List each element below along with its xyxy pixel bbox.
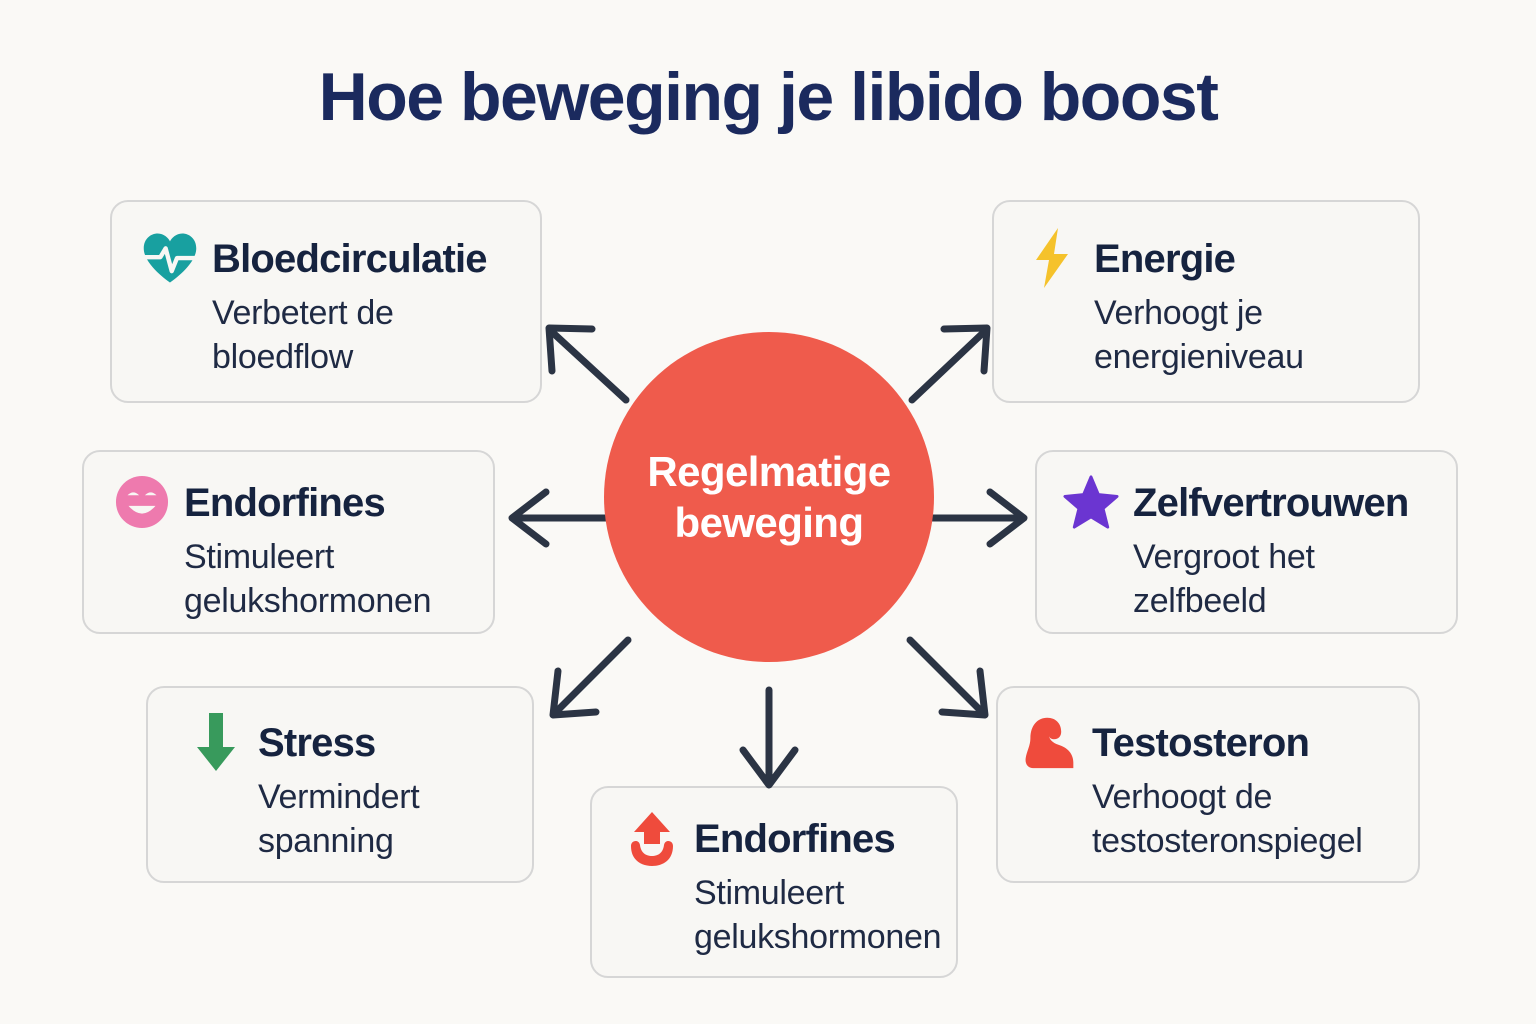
card-stress[interactable]: Stress Vermindert spanning <box>146 686 534 883</box>
central-hub: Regelmatige beweging <box>604 332 934 662</box>
card-testosteron[interactable]: Testosteron Verhoogt de testosteronspieg… <box>996 686 1420 883</box>
hub-label-line2: beweging <box>674 499 864 546</box>
card-description: Verhoogt je energieniveau <box>1094 294 1304 376</box>
card-title: Endorfines <box>694 817 896 861</box>
card-description: Verhoogt de testosteronspiegel <box>1092 778 1363 860</box>
card-endorfines-left[interactable]: Endorfines Stimuleert gelukshormonen <box>82 450 495 634</box>
arrow-up-right <box>908 324 991 404</box>
arrow-down-left <box>549 636 632 719</box>
arrow-down-icon <box>188 713 244 771</box>
card-title: Zelfvertrouwen <box>1133 481 1409 525</box>
page-title: Hoe beweging je libido boost <box>318 59 1219 135</box>
card-description: Verbetert de bloedflow <box>212 294 394 376</box>
arrow-up-bowl-icon <box>624 810 680 866</box>
card-description: Vergroot het zelfbeeld <box>1133 538 1315 620</box>
arrow-down <box>739 686 799 789</box>
lightning-bolt-icon <box>1024 228 1080 288</box>
card-description: Vermindert spanning <box>258 778 420 860</box>
arrow-right <box>926 488 1028 548</box>
heart-pulse-icon <box>142 230 198 286</box>
hub-label: Regelmatige beweging <box>647 446 891 548</box>
card-title: Stress <box>258 721 376 765</box>
star-icon <box>1063 474 1119 530</box>
card-bloedcirculatie[interactable]: Bloedcirculatie Verbetert de bloedflow <box>110 200 542 403</box>
card-energie[interactable]: Energie Verhoogt je energieniveau <box>992 200 1420 403</box>
smiley-face-icon <box>114 474 170 530</box>
arrow-up-left <box>545 324 630 404</box>
card-zelfvertrouwen[interactable]: Zelfvertrouwen Vergroot het zelfbeeld <box>1035 450 1458 634</box>
card-title: Endorfines <box>184 481 386 525</box>
card-title: Bloedcirculatie <box>212 237 488 281</box>
arrow-down-right <box>906 636 989 719</box>
arrow-left <box>508 488 612 548</box>
card-endorfines-bottom[interactable]: Endorfines Stimuleert gelukshormonen <box>590 786 958 978</box>
card-title: Testosteron <box>1092 721 1310 765</box>
hub-label-line1: Regelmatige <box>647 447 891 495</box>
card-description: Stimuleert gelukshormonen <box>694 874 942 956</box>
card-description: Stimuleert gelukshormonen <box>184 538 432 620</box>
card-title: Energie <box>1094 237 1236 281</box>
flexed-bicep-icon <box>1022 714 1078 770</box>
